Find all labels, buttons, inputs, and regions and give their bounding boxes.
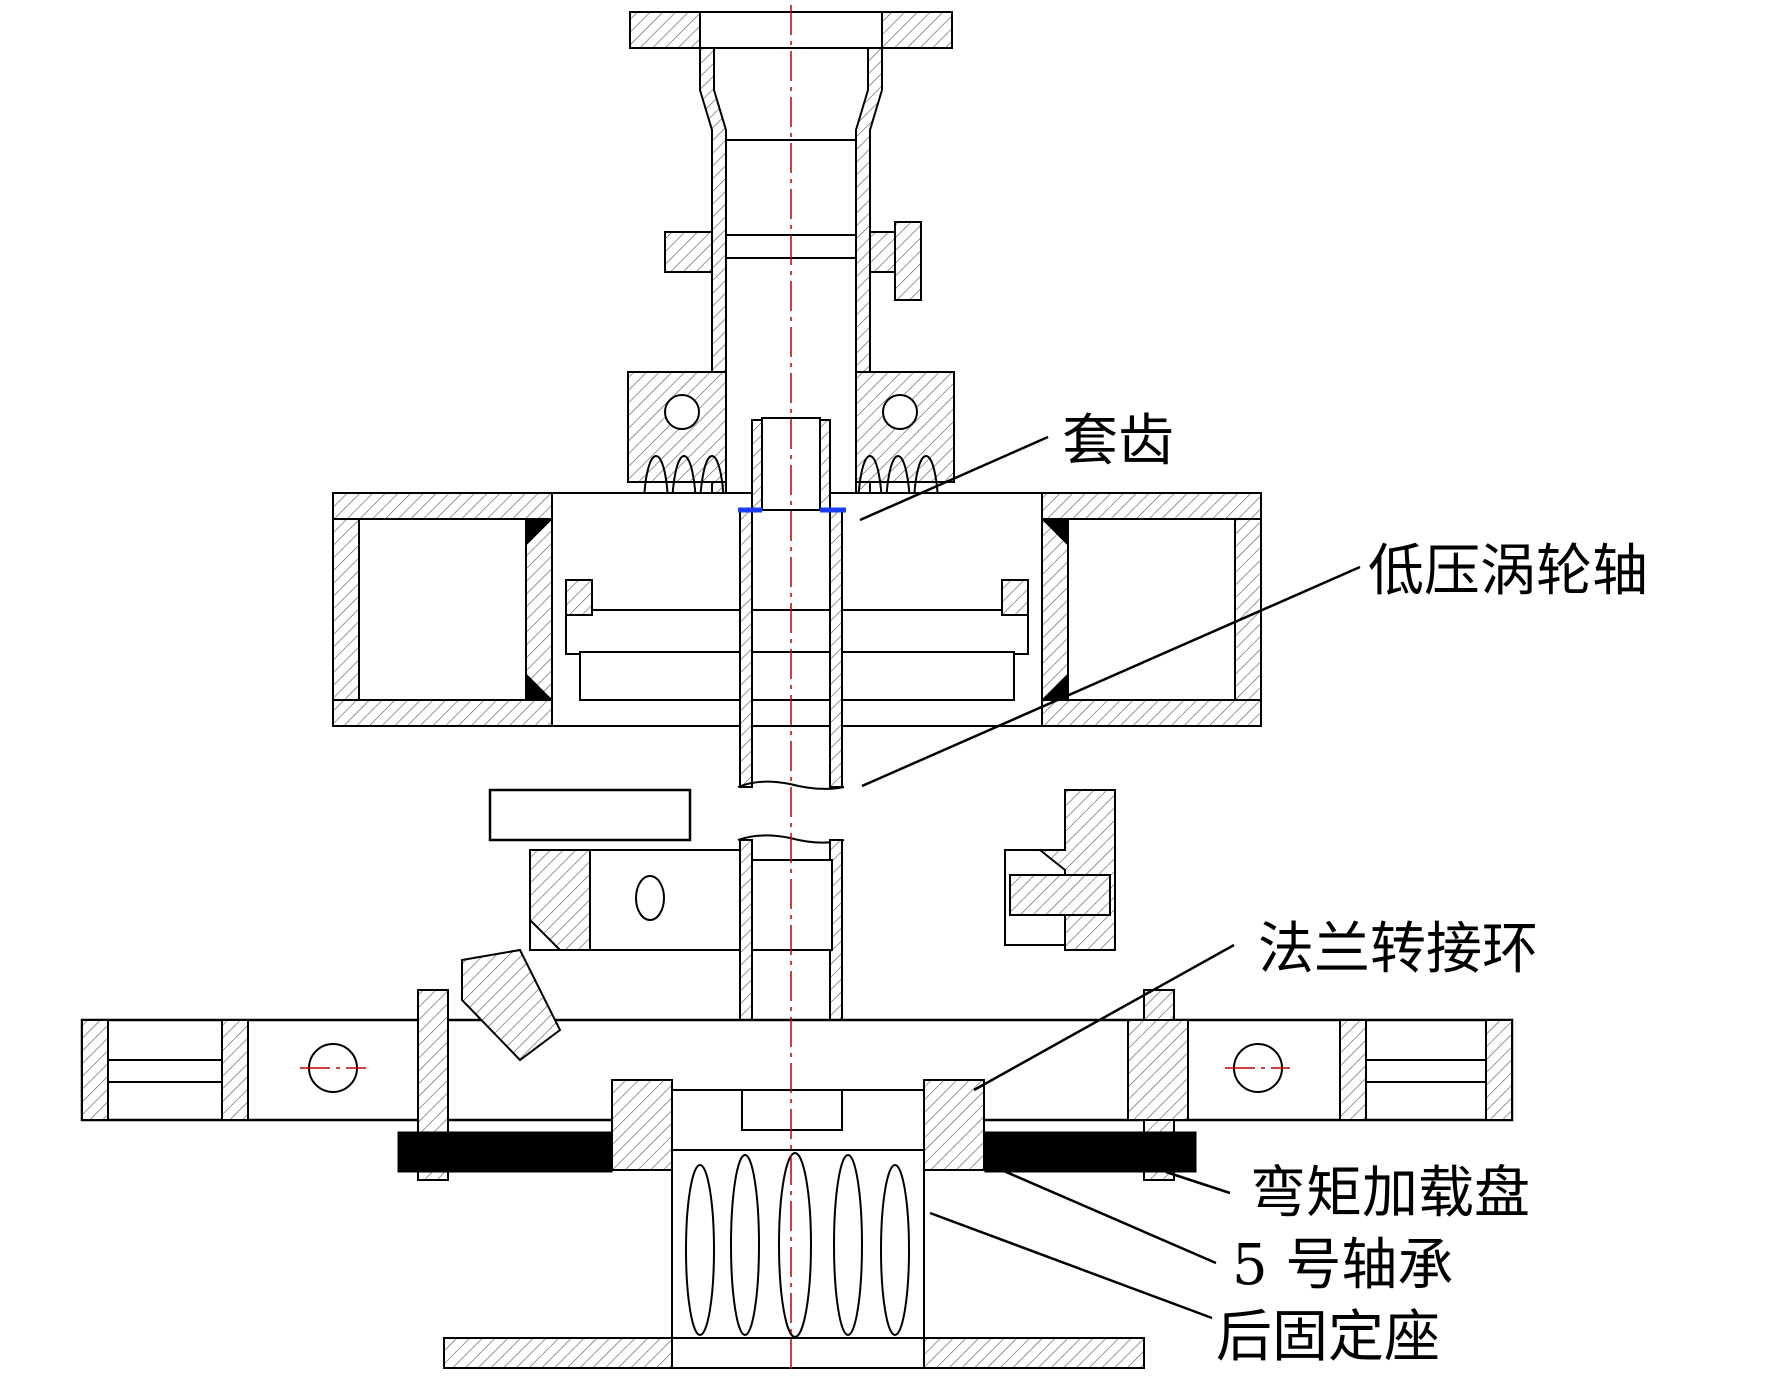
label-bearing-no5: 5 号轴承: [1232, 1233, 1453, 1298]
rear-fixed-seat: [443, 1149, 1145, 1369]
lug-bolt: [894, 221, 922, 301]
left-lug: [664, 231, 713, 273]
centerlines: [300, 5, 1290, 1372]
flange-adapter-right: [923, 1079, 985, 1171]
bending-load-disc-right: [984, 1131, 1197, 1173]
lower-assembly: [80, 948, 1514, 1181]
leader-lines: [859, 435, 1361, 1320]
label-rear-fixed-seat: 后固定座: [1216, 1305, 1440, 1370]
bearing-housing: [627, 371, 955, 587]
label-lp-turbine-shaft: 低压涡轮轴: [1368, 539, 1648, 604]
upper-frame: [332, 492, 1262, 727]
label-sleeve-gear: 套齿: [1062, 409, 1174, 474]
bending-load-disc-left: [397, 1131, 613, 1173]
mid-assembly: [488, 788, 1116, 951]
flange-adapter-left: [611, 1079, 673, 1171]
label-flange-adapter-ring: 法兰转接环: [1258, 917, 1538, 982]
label-bending-load-disc: 弯矩加载盘: [1250, 1161, 1530, 1226]
